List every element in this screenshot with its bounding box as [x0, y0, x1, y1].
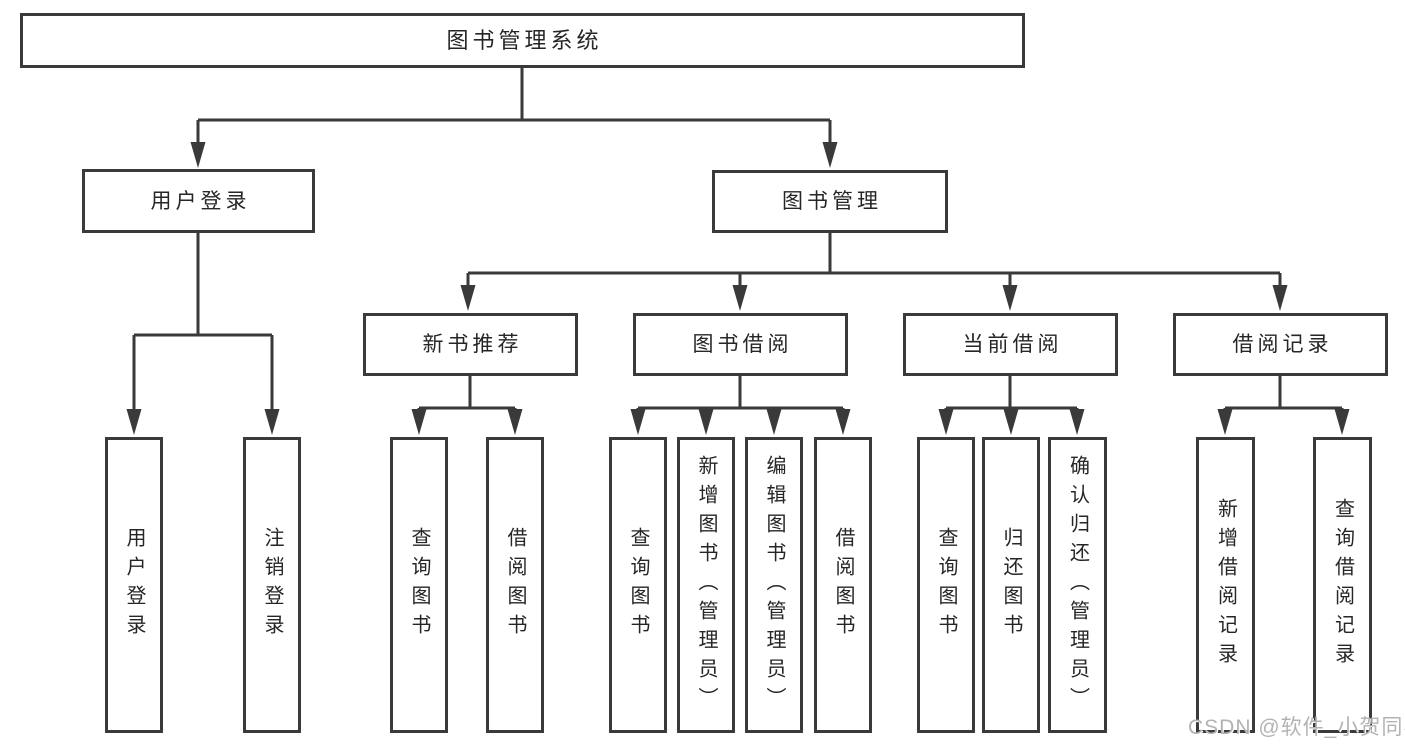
node-book-management: 图书管理 — [712, 170, 948, 233]
leaf-borrowing-borrow-books-label: 借阅图书 — [832, 527, 854, 643]
leaf-borrowing-query-books: 查询图书 — [609, 437, 667, 733]
leaf-newbook-query-books-label: 查询图书 — [408, 527, 430, 643]
leaf-newbook-borrow-books-label: 借阅图书 — [504, 527, 526, 643]
node-new-book-recommend-label: 新书推荐 — [422, 333, 523, 356]
node-root-label: 图书管理系统 — [446, 27, 603, 53]
leaf-records-add-record-label: 新增借阅记录 — [1214, 498, 1237, 672]
leaf-newbook-query-books: 查询图书 — [390, 437, 448, 733]
leaf-borrowing-add-books-admin: 新增图书（管理员） — [677, 437, 735, 733]
node-current-borrowing: 当前借阅 — [903, 313, 1118, 376]
leaf-records-query-record: 查询借阅记录 — [1313, 437, 1372, 733]
leaf-user-login-label: 用户登录 — [123, 527, 145, 643]
leaf-newbook-borrow-books: 借阅图书 — [486, 437, 544, 733]
leaf-current-query-books: 查询图书 — [917, 437, 975, 733]
leaf-current-query-books-label: 查询图书 — [935, 527, 957, 643]
node-book-management-label: 图书管理 — [782, 190, 882, 213]
node-book-borrowing-label: 图书借阅 — [692, 333, 793, 356]
leaf-borrowing-borrow-books: 借阅图书 — [814, 437, 872, 733]
leaf-current-confirm-return-admin: 确认归还（管理员） — [1048, 437, 1107, 733]
node-user-login-label: 用户登录 — [150, 189, 251, 213]
leaf-borrowing-query-books-label: 查询图书 — [627, 527, 649, 643]
leaf-borrowing-edit-books-admin: 编辑图书（管理员） — [745, 437, 803, 733]
leaf-records-add-record: 新增借阅记录 — [1196, 437, 1255, 733]
leaf-logout: 注销登录 — [243, 437, 301, 733]
leaf-user-login: 用户登录 — [105, 437, 163, 733]
leaf-borrowing-add-books-admin-label: 新增图书（管理员） — [695, 454, 717, 716]
leaf-current-return-books: 归还图书 — [982, 437, 1040, 733]
node-new-book-recommend: 新书推荐 — [363, 313, 578, 376]
arrowheads — [126, 142, 1350, 435]
node-current-borrowing-label: 当前借阅 — [962, 333, 1063, 356]
leaf-current-return-books-label: 归还图书 — [1000, 527, 1022, 643]
leaf-records-query-record-label: 查询借阅记录 — [1331, 498, 1354, 672]
leaf-current-confirm-return-admin-label: 确认归还（管理员） — [1066, 454, 1089, 716]
csdn-watermark: CSDN @软件_小贺同学 — [1188, 716, 1405, 739]
leaf-logout-label: 注销登录 — [261, 527, 283, 643]
node-book-borrowing: 图书借阅 — [633, 313, 848, 376]
leaf-borrowing-edit-books-admin-label: 编辑图书（管理员） — [763, 454, 785, 716]
node-borrowing-records-label: 借阅记录 — [1232, 333, 1333, 356]
node-borrowing-records: 借阅记录 — [1173, 313, 1388, 376]
node-root-system: 图书管理系统 — [20, 13, 1025, 68]
node-user-login: 用户登录 — [82, 169, 315, 233]
